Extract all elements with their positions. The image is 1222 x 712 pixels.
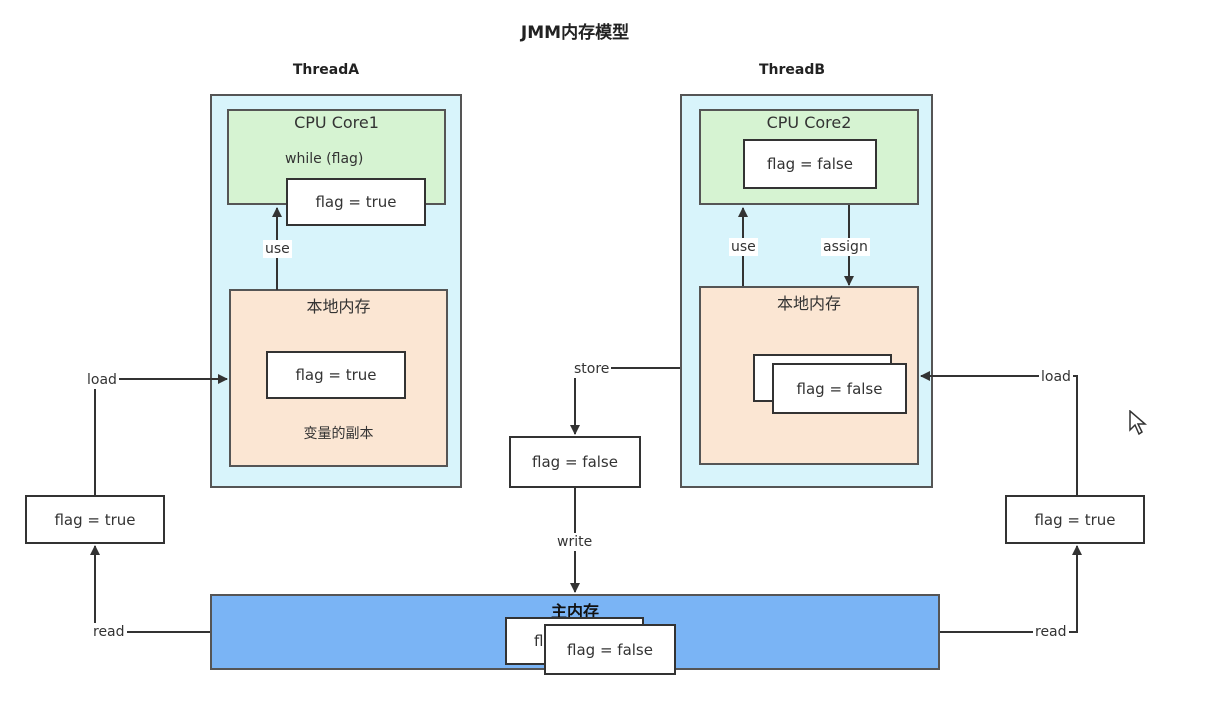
load-right-label: load [1039, 368, 1073, 386]
mouse-cursor-icon [1129, 410, 1148, 436]
load-left-arrow [94, 374, 228, 495]
main-memory-title: 主内存 [550, 602, 599, 621]
cpu-core2-title: CPU Core2 [766, 113, 852, 132]
thread-a-local-flag: flag = true [266, 351, 406, 399]
read-right-arrow [940, 545, 1082, 633]
left-flag-box: flag = true [25, 495, 165, 544]
diagram-title: JMM内存模型 [520, 23, 630, 43]
thread-a-label: ThreadA [292, 62, 360, 78]
read-right-label: read [1033, 623, 1069, 641]
store-label: store [572, 360, 612, 378]
assign-label: assign [821, 238, 870, 256]
write-label: write [555, 533, 595, 551]
read-left-label: read [91, 623, 127, 641]
cpu-core2-box: CPU Core2 [699, 109, 919, 205]
load-left-label: load [85, 371, 119, 389]
use-b-label: use [729, 238, 758, 256]
middle-flag-box: flag = false [509, 436, 641, 488]
load-right-arrow [920, 371, 1078, 495]
variable-copy-caption: 变量的副本 [303, 426, 374, 442]
right-flag-box: flag = true [1005, 495, 1145, 544]
thread-a-local-title: 本地内存 [306, 297, 371, 316]
thread-b-local-flag: flag = false [772, 363, 907, 414]
thread-b-local-title: 本地内存 [776, 294, 841, 313]
while-flag-code: while (flag) [285, 151, 364, 167]
use-a-label: use [263, 240, 292, 258]
thread-b-label: ThreadB [758, 62, 826, 78]
thread-b-cpu-flag: flag = false [743, 139, 877, 189]
cpu-core1-title: CPU Core1 [294, 113, 379, 132]
thread-a-cpu-flag: flag = true [286, 178, 426, 226]
read-left-arrow [90, 545, 210, 633]
main-memory-flag-front: flag = false [544, 624, 676, 675]
